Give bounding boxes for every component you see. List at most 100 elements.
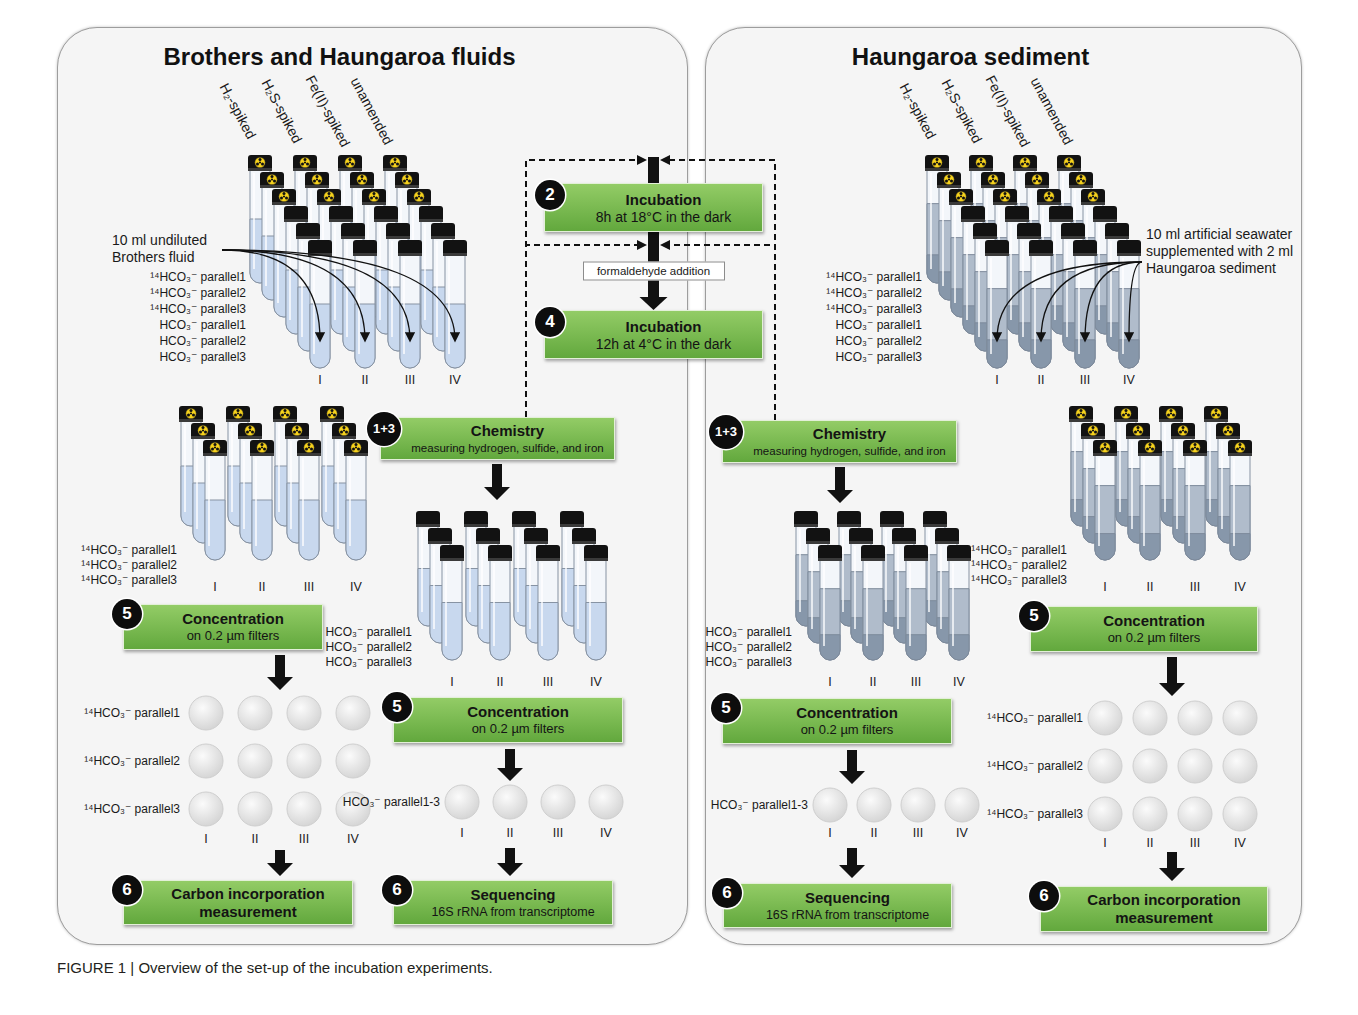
- box-title: Chemistry: [471, 422, 544, 440]
- step-box: Concentrationon 0.2 µm filters: [722, 698, 952, 744]
- edge-label: formaldehyde addition: [583, 262, 725, 281]
- radioactive-sign: [957, 196, 960, 199]
- tube-cap: [1171, 423, 1195, 439]
- tube-highlight: [930, 173, 932, 269]
- radioactive-sign: [312, 174, 322, 184]
- tube-cap: [1105, 223, 1129, 239]
- test-tube: [536, 545, 560, 660]
- tube-cap: [293, 155, 317, 171]
- radioactive-sign: [237, 409, 240, 412]
- tube-highlight: [481, 546, 483, 629]
- tube-glass: [355, 252, 375, 368]
- step-box: Chemistrymeasuring hydrogen, sulfide, an…: [380, 417, 615, 460]
- tube-highlight: [184, 424, 186, 512]
- box-title: Incubation: [626, 191, 702, 209]
- radioactive-sign: [346, 162, 349, 165]
- row-label: ¹⁴HCO₃⁻ parallel3: [971, 573, 1067, 587]
- radioactive-sign: [1121, 408, 1131, 418]
- radioactive-sign: [936, 158, 939, 161]
- test-tube: [398, 240, 422, 368]
- tube-cap: [191, 423, 215, 439]
- tube-highlight: [799, 529, 801, 612]
- box-title: Chemistry: [813, 425, 886, 443]
- tube-cap-rim: [250, 453, 274, 456]
- radioactive-sign: [327, 408, 337, 418]
- tube-highlight: [424, 224, 426, 320]
- radioactive-sign: [349, 161, 351, 163]
- tube-highlight: [866, 563, 868, 646]
- box-title: Concentration: [1103, 612, 1205, 630]
- radioactive-sign: [251, 430, 254, 433]
- radioactive-sign: [1194, 443, 1197, 446]
- tube-glass: [538, 557, 558, 660]
- radioactive-sign: [331, 412, 333, 414]
- row-label: ¹⁴HCO₃⁻ parallel2: [826, 286, 922, 300]
- tube-cap-rim: [374, 219, 398, 222]
- radioactive-sign: [280, 196, 283, 199]
- row-label: ¹⁴HCO₃⁻ parallel2: [150, 286, 246, 300]
- tube-cap-rim: [416, 524, 440, 527]
- tube-cap-rim: [524, 541, 548, 544]
- radioactive-sign: [328, 195, 330, 197]
- row-label: HCO₃⁻ parallel3: [325, 655, 412, 669]
- radioactive-sign: [1038, 179, 1041, 182]
- tube-highlight: [1066, 241, 1068, 337]
- step-box: Concentrationon 0.2 µm filters: [393, 697, 623, 743]
- radioactive-sign: [246, 430, 249, 433]
- tube-cap-rim: [1013, 168, 1037, 171]
- radioactive-sign: [256, 162, 259, 165]
- radioactive-sign: [980, 158, 983, 161]
- radioactive-sign: [249, 429, 251, 431]
- block-arrows: [267, 157, 1185, 881]
- tube-cap: [464, 511, 488, 527]
- filter-disc: [1088, 701, 1122, 735]
- tube-highlight: [255, 458, 257, 546]
- radioactive-sign: [1048, 192, 1051, 195]
- tube-cap-rim: [925, 168, 949, 171]
- radioactive-sign: [351, 162, 354, 165]
- tube-cap: [1037, 189, 1061, 205]
- radioactive-sign: [373, 195, 375, 197]
- tube-cap: [892, 528, 916, 544]
- step-box: Incubation12h at 4°C in the dark: [544, 310, 763, 359]
- test-tube: [250, 440, 274, 560]
- tube-cap-rim: [969, 168, 993, 171]
- row-label: HCO₃⁻ parallel1: [705, 625, 792, 639]
- tube-highlight: [1074, 424, 1076, 512]
- tube-highlight: [391, 241, 393, 337]
- tube-highlight: [253, 173, 255, 269]
- tube-cap-rim: [338, 168, 362, 171]
- column-label: II: [497, 675, 504, 689]
- row-label: HCO₃⁻ parallel2: [705, 640, 792, 654]
- filter-disc: [1223, 749, 1257, 783]
- filter-disc: [336, 744, 370, 778]
- radioactive-sign: [1080, 175, 1083, 178]
- tube-cap: [584, 545, 608, 561]
- leader-line: [222, 250, 410, 340]
- tube-highlight: [811, 546, 813, 629]
- column-label: IV: [1234, 836, 1246, 850]
- tube-highlight: [265, 190, 267, 286]
- filter-disc: [1133, 701, 1167, 735]
- tube-cap-rim: [1114, 419, 1138, 422]
- radioactive-sign: [1151, 447, 1154, 450]
- radioactive-sign: [375, 196, 378, 199]
- radioactive-sign: [355, 443, 358, 446]
- radioactive-sign: [304, 158, 307, 161]
- radioactive-sign: [214, 443, 217, 446]
- radioactive-sign: [1082, 413, 1085, 416]
- tube-cap-rim: [260, 185, 284, 188]
- tube-cap-rim: [1069, 419, 1093, 422]
- row-label: HCO₃⁻ parallel2: [159, 334, 246, 348]
- tube-cap: [1049, 206, 1073, 222]
- radioactive-sign: [1196, 447, 1199, 450]
- row-label: HCO₃⁻ parallel1-3: [711, 798, 808, 812]
- tube-highlight: [952, 563, 954, 646]
- radioactive-sign: [944, 174, 954, 184]
- tube-cap-rim: [560, 524, 584, 527]
- tube-cap: [1114, 406, 1138, 422]
- radioactive-sign: [286, 413, 289, 416]
- tube-cap: [981, 172, 1005, 188]
